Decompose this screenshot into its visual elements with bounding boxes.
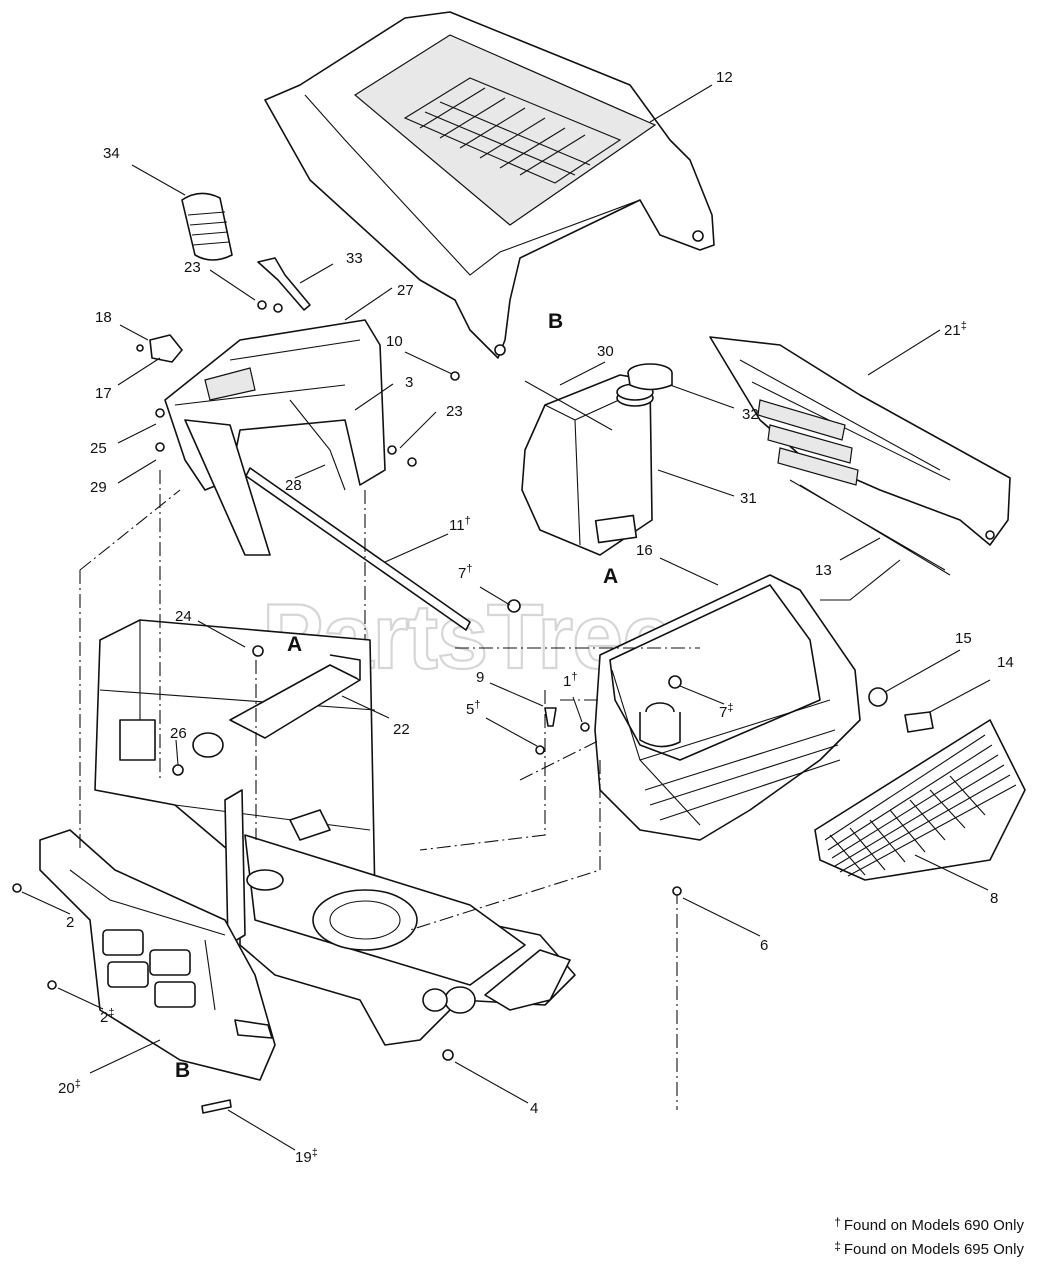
callout-17: 17 [95, 385, 112, 402]
callout-29: 29 [90, 479, 107, 496]
callout-18: 18 [95, 309, 112, 326]
ref-letter-b-front: B [175, 1059, 190, 1082]
callout-4: 4 [530, 1100, 538, 1117]
fasteners [12, 371, 682, 1114]
callout-31: 31 [740, 490, 757, 507]
callout-23-lower: 23 [446, 403, 463, 420]
ref-letter-a-bracket: A [287, 633, 302, 656]
legend-row-690: †Found on Models 690 Only [764, 1212, 1024, 1236]
alignment-lines [79, 470, 700, 1110]
front-panel [39, 829, 276, 1081]
legend: †Found on Models 690 Only ‡Found on Mode… [764, 1212, 1024, 1260]
fuel-tank [521, 363, 673, 556]
callout-20: 20‡ [58, 1078, 81, 1097]
callout-3: 3 [405, 374, 413, 391]
dash-panel [155, 319, 386, 556]
callout-9: 9 [476, 669, 484, 686]
callout-32: 32 [742, 406, 759, 423]
support-rod [245, 467, 471, 631]
callout-1: 1† [563, 671, 577, 690]
hood [264, 11, 715, 359]
legend-ddagger-symbol: ‡ [834, 1239, 841, 1253]
reference-letters: B A A B [175, 310, 618, 1082]
legend-row-695: ‡Found on Models 695 Only [764, 1236, 1024, 1260]
callout-27: 27 [397, 282, 414, 299]
callout-16: 16 [636, 542, 653, 559]
side-panel [709, 336, 1011, 601]
callout-8: 8 [990, 890, 998, 907]
callout-7-dagger: 7† [458, 563, 472, 582]
callout-labels: 12 34 23 33 27 18 17 10 3 25 29 28 23 30… [58, 69, 1014, 1166]
frame [94, 619, 576, 1046]
callout-23-upper: 23 [184, 259, 201, 276]
legend-690-text: Found on Models 690 Only [843, 1217, 1024, 1234]
callout-33: 33 [346, 250, 363, 267]
callout-22: 22 [393, 721, 410, 738]
leader-lines [21, 84, 991, 1151]
callout-24: 24 [175, 608, 192, 625]
nose-housing [594, 574, 934, 841]
callout-26: 26 [170, 725, 187, 742]
ref-letter-a-tank: A [603, 565, 618, 588]
callout-19: 19‡ [295, 1147, 318, 1166]
legend-dagger-symbol: † [834, 1215, 841, 1229]
callout-7-ddagger: 7‡ [719, 702, 733, 721]
callout-6: 6 [760, 937, 768, 954]
callout-12: 12 [716, 69, 733, 86]
small-parts-upper-left [136, 192, 311, 363]
callout-2-ddagger: 2‡ [100, 1007, 114, 1026]
callout-11: 11† [449, 515, 471, 534]
ref-letter-b-hood: B [548, 310, 563, 333]
callout-14: 14 [997, 654, 1014, 671]
callout-30: 30 [597, 343, 614, 360]
legend-695-text: Found on Models 695 Only [843, 1241, 1024, 1258]
callout-2: 2 [66, 914, 74, 931]
callout-34: 34 [103, 145, 120, 162]
callout-10: 10 [386, 333, 403, 350]
callout-13: 13 [815, 562, 832, 579]
callout-21: 21‡ [944, 320, 967, 339]
callout-28: 28 [285, 477, 302, 494]
grille [814, 719, 1026, 881]
callout-25: 25 [90, 440, 107, 457]
callout-15: 15 [955, 630, 972, 647]
callout-5: 5† [466, 699, 480, 718]
